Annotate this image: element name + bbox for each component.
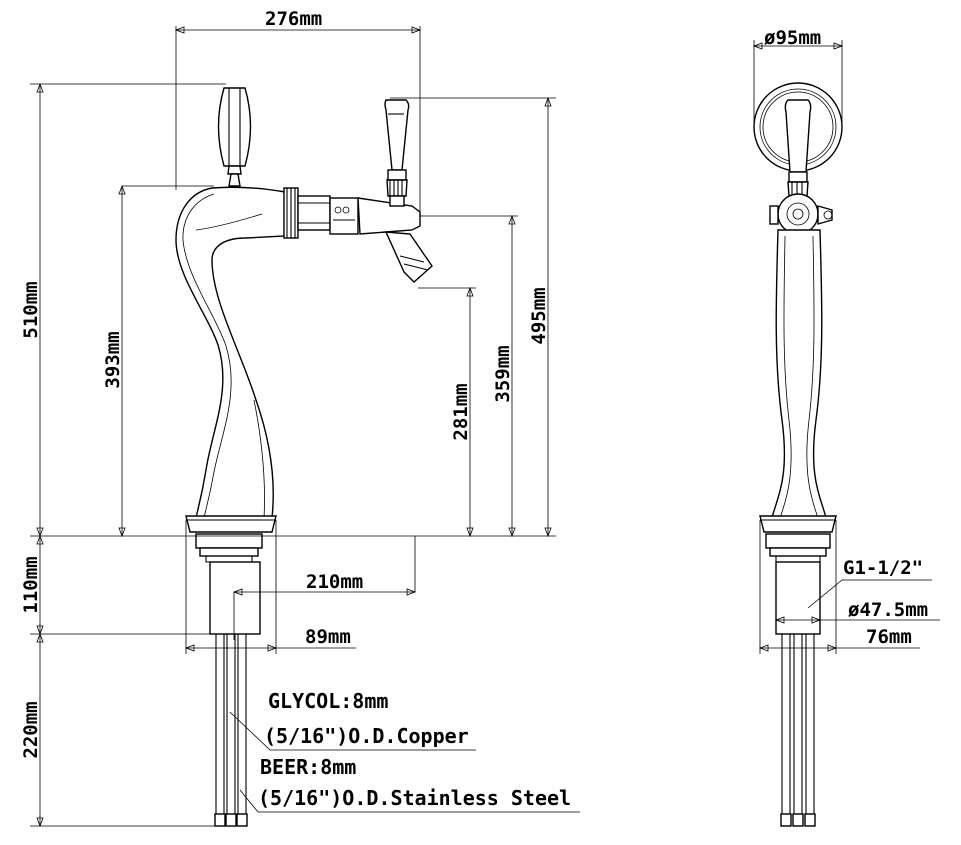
side-tower-body	[771, 229, 827, 519]
front-faucet	[329, 197, 433, 283]
front-tower-body	[175, 186, 286, 519]
front-medallion	[217, 87, 252, 187]
note-glycol-line2: (5/16")O.D.Copper	[264, 724, 469, 748]
side-base	[759, 515, 837, 635]
side-dimensions	[752, 40, 940, 654]
front-tap-handle	[384, 99, 410, 207]
dim-handle-height: 495mm	[528, 287, 550, 344]
dim-shank-diameter: ø47.5mm	[848, 599, 928, 621]
note-glycol-line1: GLYCOL:8mm	[268, 689, 388, 713]
note-beer-line2: (5/16")O.D.Stainless Steel	[258, 786, 571, 810]
dim-overall-width: 276mm	[265, 8, 322, 30]
dim-tap-outlet-height: 281mm	[450, 383, 472, 440]
dim-tube-length: 220mm	[20, 701, 42, 758]
front-view: 276mm 510mm 393mm 495mm 359mm 281mm 110m…	[20, 8, 580, 828]
front-tubes	[214, 634, 248, 827]
dim-reach: 210mm	[306, 571, 363, 593]
dim-medallion-diameter: ø95mm	[764, 27, 821, 49]
dim-overall-height: 510mm	[20, 281, 42, 338]
note-beer-line1: BEER:8mm	[260, 755, 356, 779]
dim-base-width: 89mm	[305, 626, 351, 648]
side-view: ø95mm G1-1/2" ø47.5mm 76mm	[752, 27, 940, 827]
dim-spout-axis-height: 359mm	[492, 345, 514, 402]
dim-spout-height: 393mm	[102, 331, 124, 388]
front-coupling	[283, 187, 331, 239]
dim-shank-length: 110mm	[20, 556, 42, 613]
side-tubes	[780, 634, 816, 827]
dim-thread: G1-1/2"	[843, 557, 923, 579]
front-dimensions	[30, 26, 580, 828]
dim-base-diameter: 76mm	[866, 626, 912, 648]
front-base	[185, 515, 277, 635]
side-handle	[784, 99, 812, 197]
